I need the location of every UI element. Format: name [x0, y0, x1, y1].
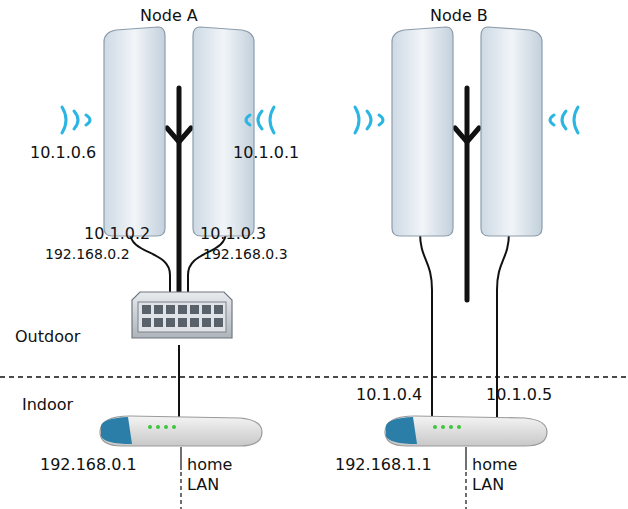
switch-port	[166, 305, 175, 314]
text-label: 192.168.0.2	[45, 246, 130, 264]
wave-arc	[574, 107, 578, 133]
text-label: home LAN	[187, 455, 237, 495]
wave-arc	[550, 115, 554, 125]
wave-arc	[74, 111, 78, 129]
text-label: 192.168.0.1	[40, 455, 137, 475]
switch-port	[190, 305, 199, 314]
wave-arc	[562, 111, 566, 129]
radio-waves	[62, 107, 578, 133]
switch-port	[214, 305, 223, 314]
wave-arc	[355, 107, 359, 133]
routers	[100, 416, 547, 446]
text-label: 192.168.0.3	[203, 246, 288, 264]
switch-port	[190, 318, 199, 327]
text-label: 192.168.1.1	[335, 455, 432, 475]
text-label: 10.1.0.5	[486, 385, 552, 405]
antenna-panels	[104, 27, 542, 236]
wave-arc	[367, 111, 371, 129]
switch-port	[142, 305, 151, 314]
text-label: 10.1.0.4	[356, 385, 422, 405]
switch-port	[142, 318, 151, 327]
switch-port	[214, 318, 223, 327]
switch-port	[154, 318, 163, 327]
wave-arc	[258, 111, 262, 129]
text-label: 10.1.0.6	[30, 143, 96, 163]
cables	[130, 232, 509, 425]
switch-port	[178, 305, 187, 314]
lan-lines	[181, 447, 466, 509]
text-label: Outdoor	[15, 327, 80, 347]
wave-arc	[246, 115, 250, 125]
text-label: 10.1.0.3	[200, 224, 266, 244]
switch-port	[202, 318, 211, 327]
switch	[132, 292, 232, 338]
switch-port	[166, 318, 175, 327]
text-label: Indoor	[22, 395, 73, 415]
text-label: Node A	[140, 6, 198, 26]
wave-arc	[270, 107, 274, 133]
text-label: 10.1.0.2	[84, 224, 150, 244]
wave-arc	[379, 115, 383, 125]
switch-port	[154, 305, 163, 314]
wave-arc	[86, 115, 90, 125]
text-label: Node B	[430, 6, 488, 26]
text-label: 10.1.0.1	[233, 143, 299, 163]
wave-arc	[62, 107, 66, 133]
switch-port	[178, 318, 187, 327]
text-label: home LAN	[472, 455, 522, 495]
indoor-outdoor-line	[0, 376, 628, 378]
switch-port	[202, 305, 211, 314]
